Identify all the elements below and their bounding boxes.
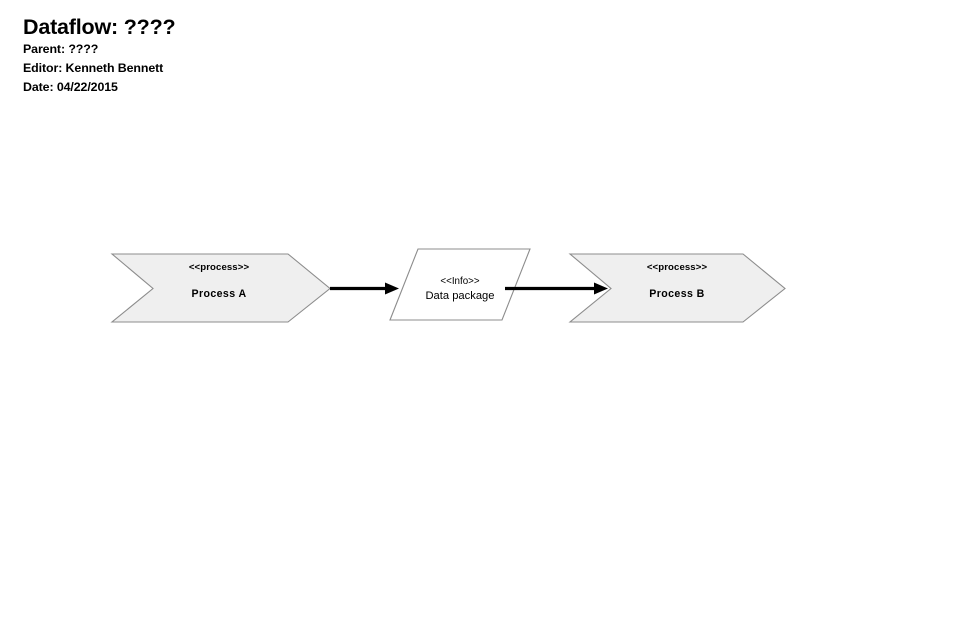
connector-flow-data-to-b[interactable] [505, 282, 608, 295]
parallelogram-shape [389, 248, 531, 321]
node-name-label: Data package [425, 290, 494, 302]
node-stereotype-label: <<process>> [647, 262, 708, 273]
arrowhead-icon [385, 282, 399, 295]
connector-flow-a-to-data[interactable] [330, 282, 399, 295]
node-name-label: Process A [191, 288, 246, 300]
node-stereotype-label: <<process>> [189, 262, 250, 273]
node-name-label: Process B [649, 288, 704, 300]
chevron-shape [568, 253, 786, 323]
page-title: Dataflow: ???? [23, 15, 176, 39]
editor-line: Editor: Kenneth Bennett [23, 61, 164, 75]
diagram-header: Dataflow: ???? Parent: ???? Editor: Kenn… [23, 14, 543, 97]
arrowhead-icon [594, 282, 608, 295]
date-line: Date: 04/22/2015 [23, 80, 118, 94]
node-process-b[interactable]: <<process>> Process B [568, 253, 786, 323]
chevron-shape [110, 253, 331, 323]
node-stereotype-label: <<Info>> [440, 276, 480, 287]
node-process-a[interactable]: <<process>> Process A [110, 253, 331, 323]
parent-line: Parent: ???? [23, 42, 99, 56]
node-data-package[interactable]: <<Info>> Data package [389, 248, 531, 321]
